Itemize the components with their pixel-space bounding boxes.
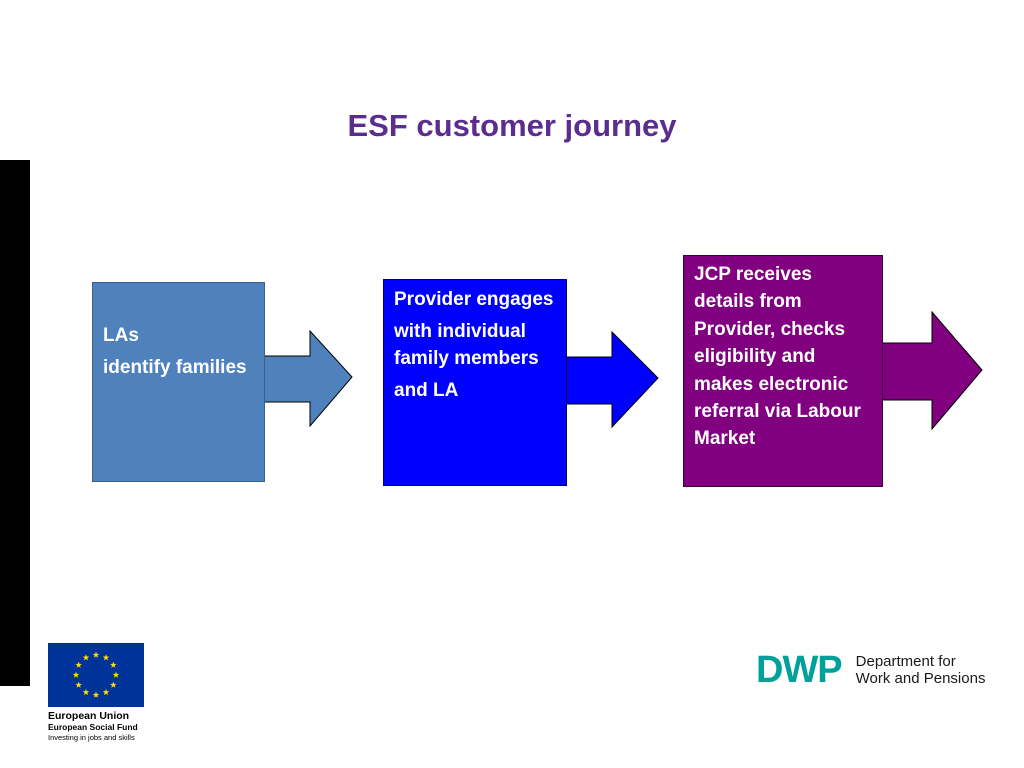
arrow-2 bbox=[563, 331, 659, 429]
arrow-3 bbox=[879, 311, 983, 431]
eu-star-icon bbox=[75, 661, 82, 668]
left-accent-bar bbox=[0, 160, 30, 686]
eu-star-icon bbox=[102, 654, 110, 661]
eu-star-icon bbox=[75, 681, 82, 688]
dwp-mark: DWP bbox=[756, 649, 843, 691]
step-box-2: Provider engages with individual family … bbox=[383, 279, 567, 486]
slide-title: ESF customer journey bbox=[347, 108, 677, 143]
eu-flag-icon bbox=[48, 643, 144, 707]
eu-esf-logo: European Union European Social Fund Inve… bbox=[48, 643, 148, 743]
eu-star-icon bbox=[102, 688, 110, 696]
step-2-line-3: and LA bbox=[394, 380, 459, 401]
dwp-name-line-1: Department for bbox=[855, 653, 956, 670]
esf-text: European Social Fund bbox=[48, 722, 138, 732]
dwp-name-line-2: Work and Pensions bbox=[855, 670, 986, 687]
eu-star-icon bbox=[92, 691, 100, 698]
step-box-3: JCP receives details from Provider, chec… bbox=[683, 255, 883, 487]
eu-star-icon bbox=[92, 651, 100, 658]
eu-star-icon bbox=[112, 671, 120, 678]
step-2-line-2: with individual family members bbox=[394, 321, 539, 369]
eu-star-icon bbox=[82, 688, 90, 696]
step-1-line-1: LAs bbox=[103, 325, 139, 346]
step-box-1: LAs identify families bbox=[92, 282, 265, 482]
dwp-logo: DWP Department for Work and Pensions bbox=[756, 650, 985, 690]
arrow-1 bbox=[262, 330, 353, 428]
step-2-line-1: Provider engages bbox=[394, 289, 554, 310]
eu-star-icon bbox=[110, 681, 117, 688]
step-3-line-1: JCP receives details from Provider, chec… bbox=[694, 264, 861, 450]
eu-star-icon bbox=[110, 661, 117, 668]
dwp-full-name: Department for Work and Pensions bbox=[856, 653, 986, 687]
eu-union-text: European Union bbox=[48, 710, 130, 722]
step-1-line-2: identify families bbox=[103, 357, 247, 378]
esf-tagline: Investing in jobs and skills bbox=[48, 733, 135, 742]
eu-star-icon bbox=[72, 671, 80, 678]
eu-star-icon bbox=[82, 654, 90, 661]
